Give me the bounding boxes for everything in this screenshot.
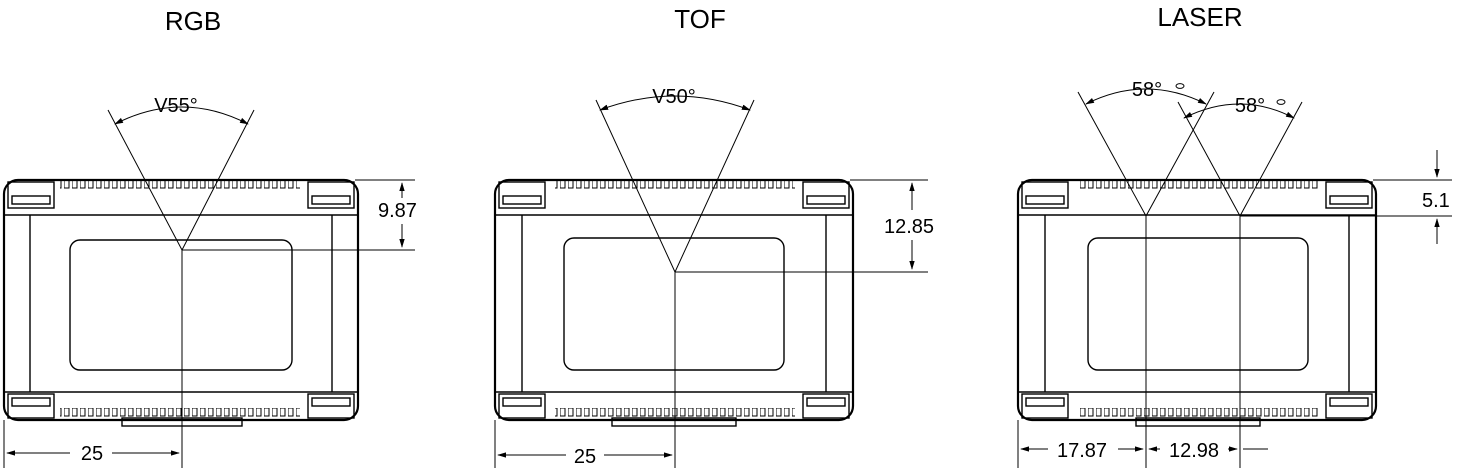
rgb-height-dimension: [182, 179, 415, 251]
tof-angle-label: V50°: [652, 86, 696, 108]
rgb-angle-label: V55°: [154, 95, 198, 117]
laser-angle-right-label: 58°: [1235, 95, 1265, 117]
laser-height-label: 5.1: [1422, 190, 1450, 212]
rgb-offset-dimension: [3, 250, 183, 468]
laser-title: LASER: [1157, 2, 1242, 32]
laser-module-outline: [1016, 178, 1378, 427]
tof-offset-dimension: [494, 272, 676, 468]
tof-view: TOF V50°: [493, 4, 934, 468]
rgb-view: RGB V55°: [2, 6, 417, 468]
tof-height-label: 12.85: [884, 216, 934, 238]
laser-angle-left-label: 58°: [1132, 79, 1162, 101]
laser-height-dimension: [1240, 150, 1452, 244]
tof-offset-label: 25: [574, 446, 596, 468]
rgb-offset-label: 25: [81, 443, 103, 465]
laser-offset-right-label: 12.98: [1169, 440, 1219, 462]
tof-module-outline: [493, 178, 855, 427]
laser-fov-lines: [1077, 83, 1303, 217]
laser-view: LASER: [1016, 2, 1452, 468]
laser-offset-left-label: 17.87: [1057, 440, 1107, 462]
laser-offset-dimension: [1017, 216, 1268, 468]
tof-height-dimension: [675, 179, 928, 273]
tof-fov-lines: [595, 95, 755, 273]
tof-title: TOF: [674, 4, 726, 34]
rgb-height-label: 9.87: [378, 200, 417, 222]
rgb-title: RGB: [165, 6, 221, 36]
rgb-fov-lines: [107, 106, 255, 251]
rgb-module-outline: [2, 178, 360, 427]
